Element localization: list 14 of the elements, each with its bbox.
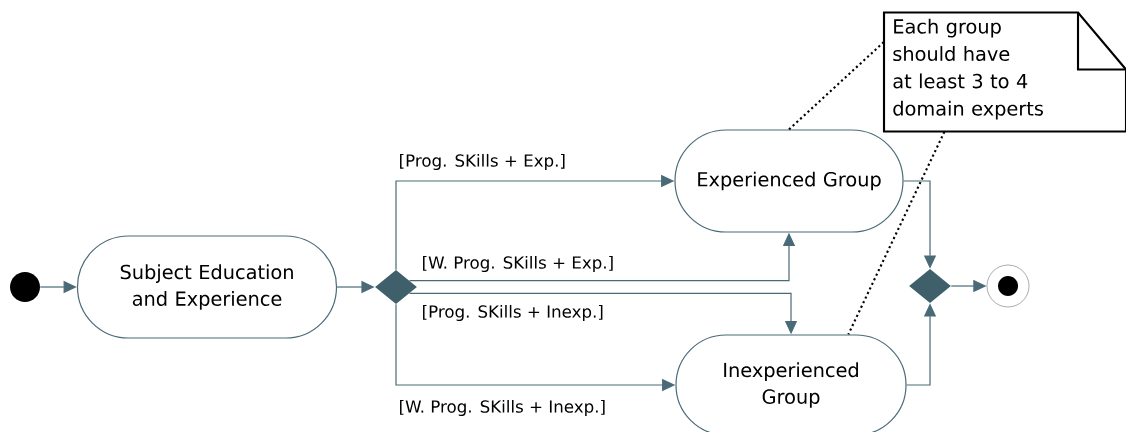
decision-diamond — [375, 270, 417, 304]
activity-box: Experienced Group — [674, 129, 904, 233]
leader-line — [847, 131, 946, 335]
note: Each group should have at least 3 to 4 domain experts — [882, 11, 1126, 133]
activity-box: Inexperienced Group — [675, 334, 907, 432]
edge-label: [Prog. SKills + Inexp.] — [420, 303, 606, 323]
edge-label: [W. Prog. SKills + Inexp.] — [397, 398, 608, 418]
activity-box: Subject Education and Experience — [76, 235, 338, 339]
leader-line — [788, 41, 885, 131]
end-node — [986, 264, 1030, 308]
edge-label: [W. Prog. SKills + Exp.] — [420, 254, 616, 274]
start-node — [10, 272, 40, 302]
edge-label: [Prog. SKills + Exp.] — [397, 152, 568, 172]
decision-diamond — [909, 269, 951, 303]
